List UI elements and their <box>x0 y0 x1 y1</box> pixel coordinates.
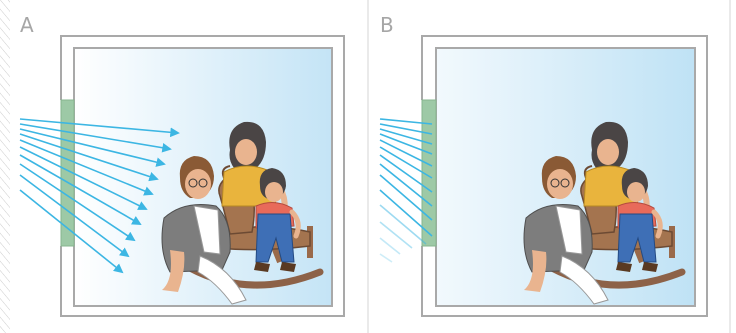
panel-b-sun-rays <box>379 118 433 263</box>
panel-b: B <box>379 13 708 317</box>
panel-a: A <box>19 13 345 317</box>
panel-b-wall <box>421 35 708 317</box>
panel-b-window <box>421 99 437 247</box>
panel-b-label: B <box>380 13 394 37</box>
panel-a-sun-rays <box>19 118 180 274</box>
panel-a-wall <box>60 35 345 317</box>
left-hatch-edge <box>0 0 10 333</box>
panel-a-label: A <box>20 13 34 37</box>
